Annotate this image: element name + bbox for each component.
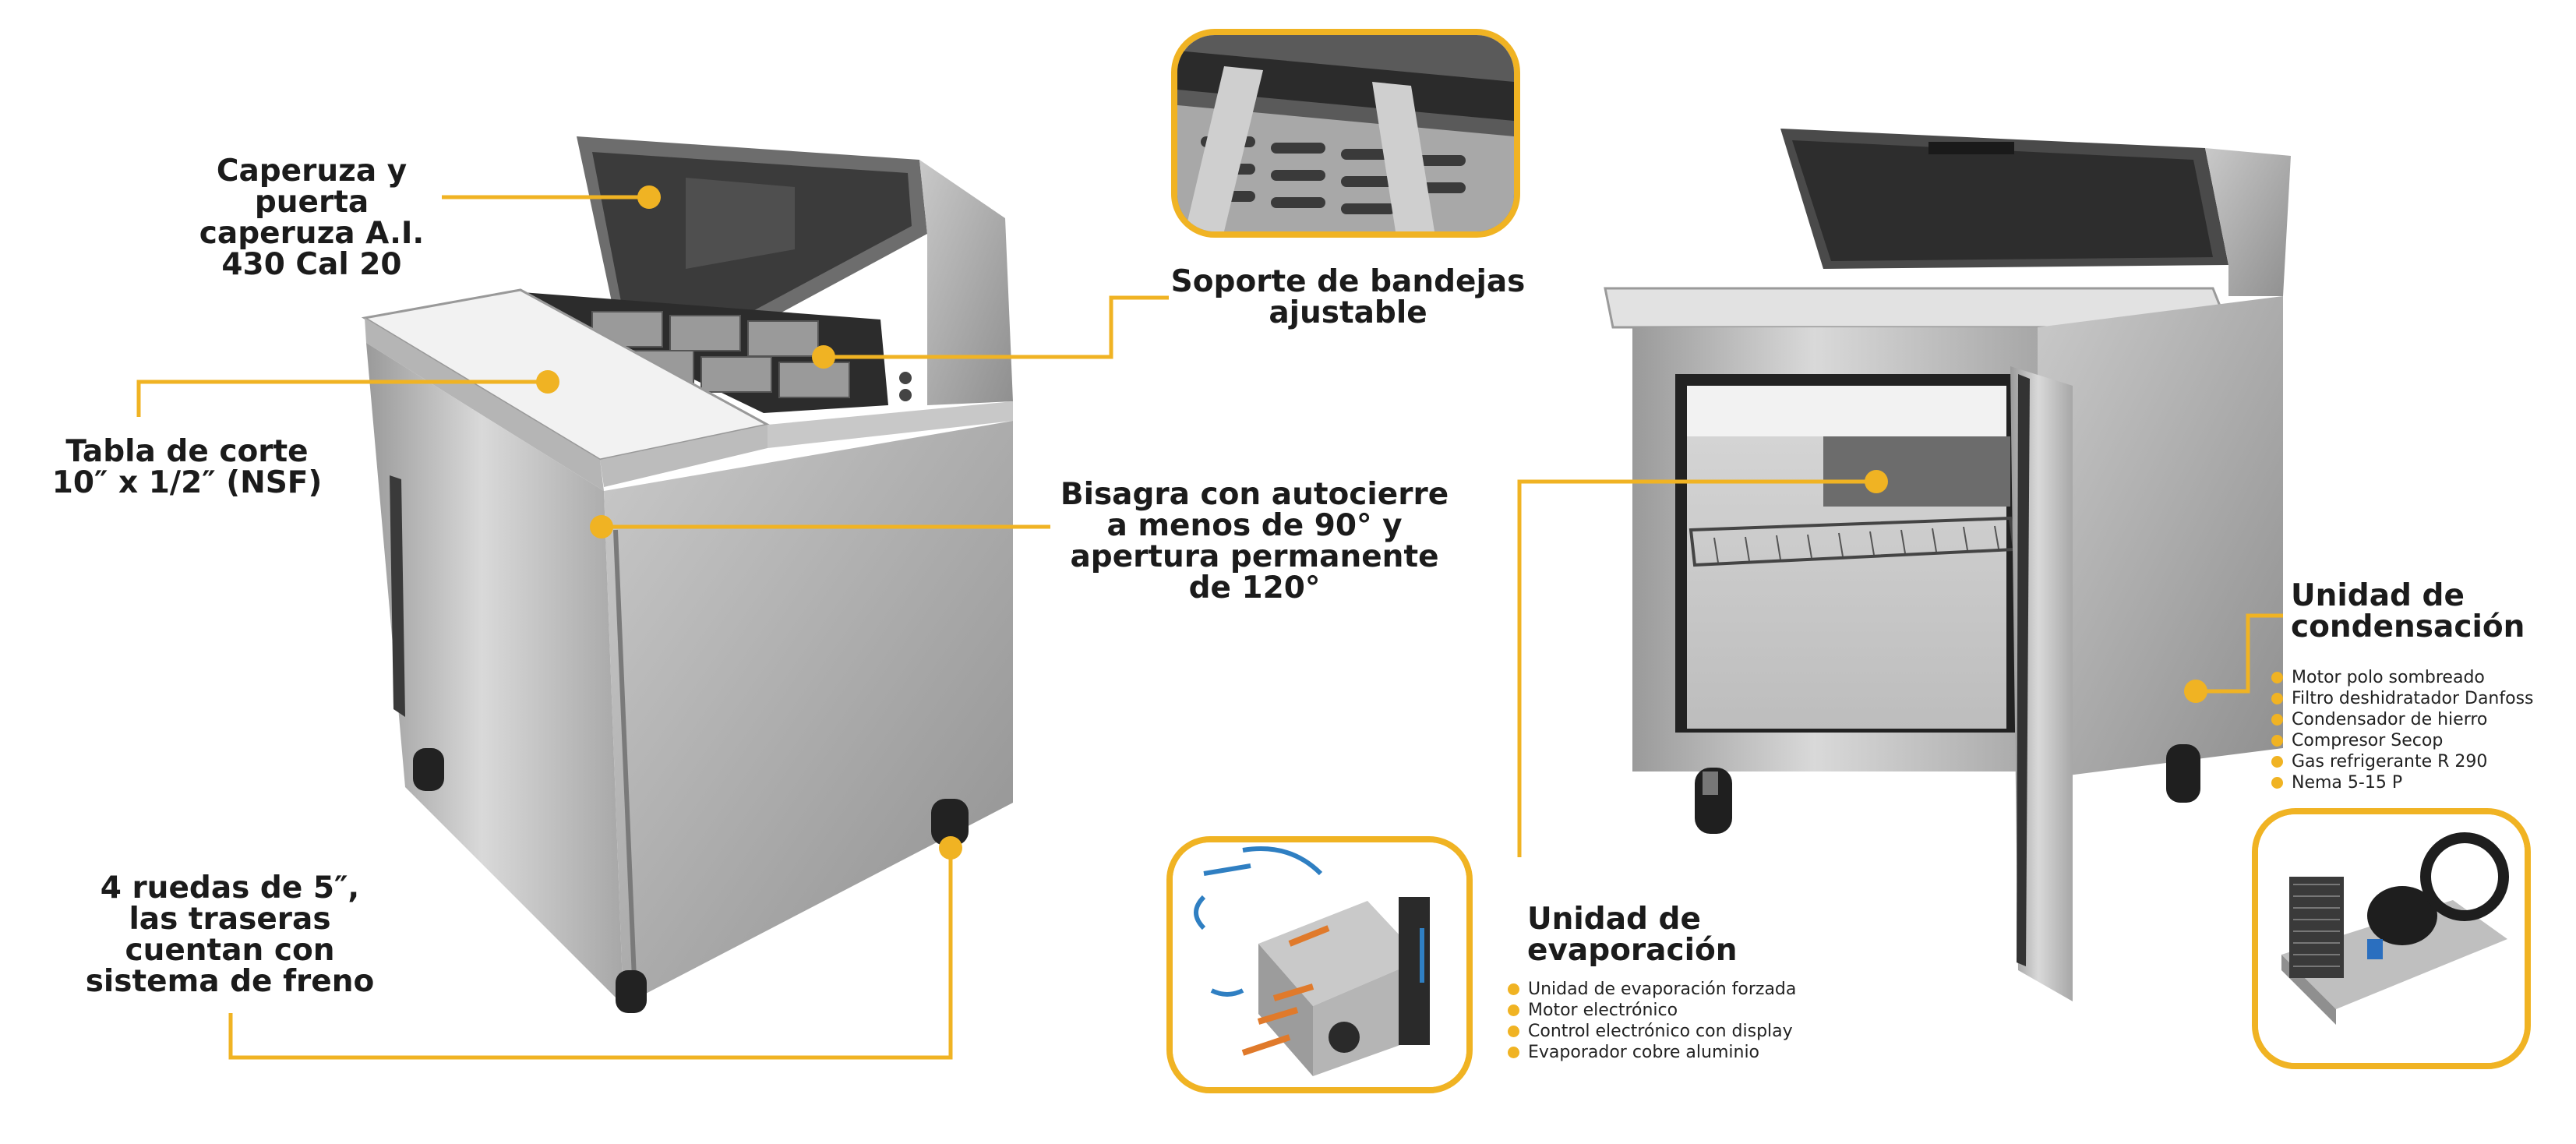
callout-hood-line: caperuza A.I. (199, 216, 425, 251)
left-prep-table (361, 136, 1013, 1013)
list-item: Filtro deshidratador Danfoss (2271, 688, 2534, 709)
callout-wheels-line: cuentan con (125, 933, 335, 968)
list-item: Compresor Secop (2271, 730, 2534, 751)
callout-hood-line: 430 Cal 20 (221, 247, 402, 282)
list-item: Unidad de evaporación forzada (1508, 979, 1796, 1000)
evaporation-unit-detail-image (1166, 836, 1473, 1093)
callout-hood-line: Caperuza y (216, 154, 408, 189)
callout-wheels: 4 ruedas de 5″, las traseras cuentan con… (74, 873, 386, 997)
callout-hood: Caperuza y puerta caperuza A.I. 430 Cal … (187, 156, 436, 281)
leader-lines (136, 195, 2283, 1060)
callout-hinge-line: Bisagra con autocierre (1060, 477, 1449, 512)
callout-tray-support: Soporte de bandejas ajustable (1169, 267, 1527, 329)
callout-hinge: Bisagra con autocierre a menos de 90° y … (1052, 479, 1457, 604)
condensation-feature-list: Motor polo sombreado Filtro deshidratado… (2271, 667, 2534, 793)
condensation-title-line: condensación (2291, 609, 2525, 644)
evaporation-feature-list: Unidad de evaporación forzada Motor elec… (1508, 979, 1796, 1063)
list-item: Evaporador cobre aluminio (1508, 1042, 1796, 1063)
list-item: Nema 5-15 P (2271, 772, 2534, 793)
list-item: Control electrónico con display (1508, 1021, 1796, 1042)
tray-support-detail-image (1171, 29, 1520, 238)
callout-hinge-line: de 120° (1188, 570, 1321, 606)
callout-cutting-board: Tabla de corte 10″ x 1/2″ (NSF) (47, 436, 327, 499)
callout-dots (536, 185, 2207, 860)
callout-cutting-board-line: Tabla de corte (65, 434, 309, 469)
callout-cutting-board-line: 10″ x 1/2″ (NSF) (51, 465, 323, 500)
list-item: Motor electrónico (1508, 1000, 1796, 1021)
callout-wheels-line: 4 ruedas de 5″, (100, 870, 360, 906)
evaporation-title-line: evaporación (1527, 933, 1738, 968)
evaporation-title: Unidad de evaporación (1527, 904, 1738, 966)
condensation-title: Unidad de condensación (2291, 581, 2525, 643)
callout-wheels-line: sistema de freno (85, 964, 375, 999)
callout-tray-support-line: Soporte de bandejas (1170, 264, 1526, 299)
callout-wheels-line: las traseras (129, 902, 331, 937)
list-item: Motor polo sombreado (2271, 667, 2534, 688)
callout-hood-line: puerta (254, 185, 369, 220)
condensation-title-line: Unidad de (2291, 578, 2465, 613)
callout-hinge-line: a menos de 90° y (1106, 508, 1403, 543)
evaporation-title-line: Unidad de (1527, 902, 1701, 937)
right-prep-table (1604, 129, 2291, 1001)
list-item: Gas refrigerante R 290 (2271, 751, 2534, 772)
condensation-unit-detail-image (2252, 808, 2531, 1069)
callout-tray-support-line: ajustable (1269, 295, 1427, 330)
list-item: Condensador de hierro (2271, 709, 2534, 730)
callout-hinge-line: apertura permanente (1070, 539, 1439, 574)
